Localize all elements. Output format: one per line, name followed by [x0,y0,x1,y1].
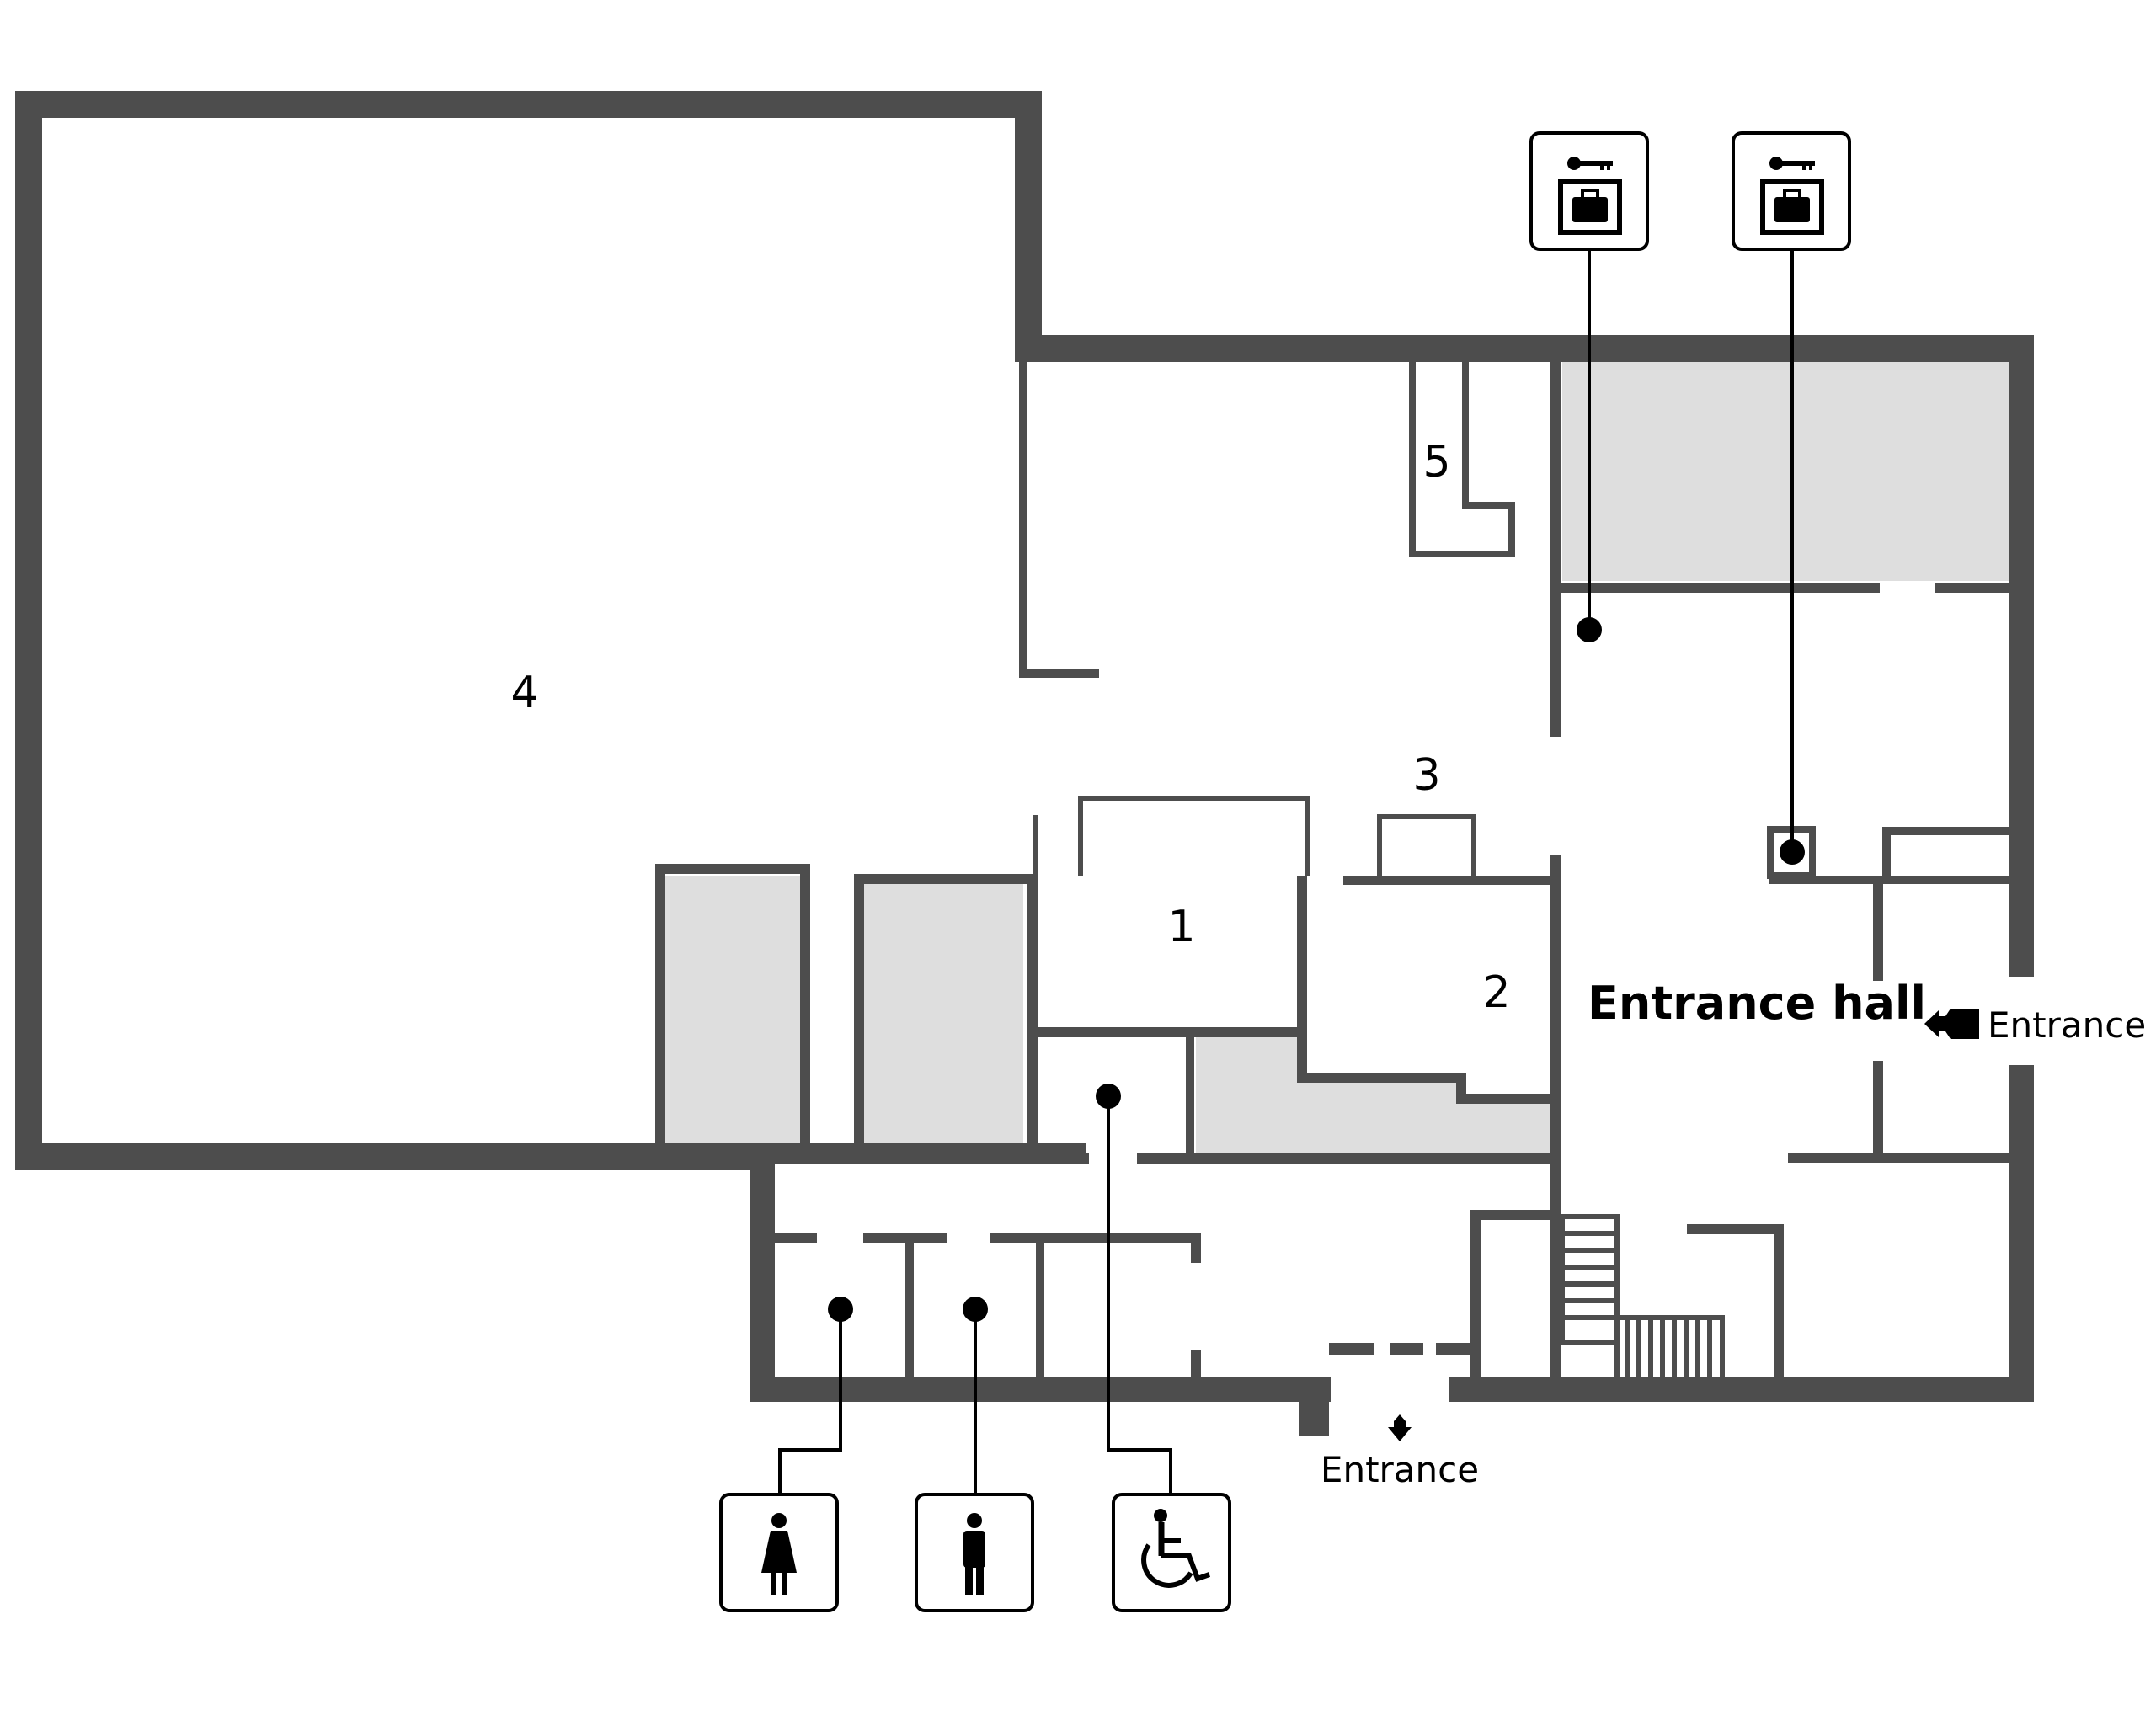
wall-hall-lower-right [1687,1224,1784,1381]
entrance-south-label: Entrance [1321,1449,1479,1490]
wall-room4-right-upper [1015,91,1042,362]
wall-stair-cell [1470,1210,1556,1381]
locker-key-icon [1558,157,1622,235]
room-label-4: 4 [510,668,538,718]
staircase [1560,1214,1725,1382]
wall-main-right-lower [2009,1065,2034,1402]
arrow-left-icon [1924,1009,1979,1039]
wall-room4-top [15,91,1042,118]
interior-walls [655,358,2013,1381]
entrance-south[interactable]: Entrance [1321,1414,1479,1490]
women-toilet-icon [761,1513,797,1595]
locker-2-location [1780,839,1805,865]
wall-hall-counter [1882,827,2013,876]
locker-key-icon [1760,157,1824,235]
shaded-storage-left-1 [665,876,800,1153]
locker-sign-1[interactable] [1529,131,1649,251]
wall-room5 [1409,362,1515,557]
women-toilet-location [828,1297,853,1322]
room-label-1: 1 [1167,902,1195,952]
shaded-storage-top-right [1562,362,2009,581]
entrance-east[interactable]: Entrance [1924,1004,2146,1046]
room-label-3: 3 [1412,750,1440,801]
men-toilet-icon [963,1513,985,1595]
accessible-toilet-sign[interactable] [1112,1493,1231,1612]
men-toilet-location [963,1297,988,1322]
wall-corridor-left [1019,358,1099,678]
wall-south-right [1449,1377,2034,1402]
accessible-toilet-location [1096,1084,1121,1109]
locker-1-location [1577,617,1602,642]
shaded-storage-center [1196,1036,1550,1153]
leader-lines [778,248,1794,1494]
wall-room3-booth [1377,814,1476,881]
wheelchair-icon [1141,1509,1211,1588]
wall-washroom-left [750,1153,775,1402]
arrow-up-icon [1388,1414,1412,1441]
wall-storage-left-1 [655,864,810,1159]
location-dots [828,617,1805,1322]
room-label-2: 2 [1482,967,1510,1018]
entrance-hall-label: Entrance hall [1588,977,1926,1030]
wall-room4-bottom [15,1143,773,1170]
wall-storage-left-2 [854,874,1033,1159]
men-toilet-sign[interactable] [915,1493,1034,1612]
women-toilet-sign[interactable] [719,1493,839,1612]
entrance-east-label: Entrance [1988,1004,2146,1046]
room-label-5: 5 [1422,437,1450,487]
room-labels: 1 2 3 4 5 Entrance hall [510,437,1926,1030]
wall-main-right-upper [2009,335,2034,977]
wall-room2-bottom [1297,1032,1554,1104]
outer-walls [15,91,2034,1436]
wall-south-stub [1299,1377,1329,1436]
wall-main-top [1015,335,2030,362]
wall-room1-top [1078,796,1310,876]
shaded-storage-left-2 [863,884,1023,1153]
wall-room4-left [15,91,42,1170]
shaded-areas [665,362,2009,1153]
locker-sign-2[interactable] [1732,131,1851,251]
